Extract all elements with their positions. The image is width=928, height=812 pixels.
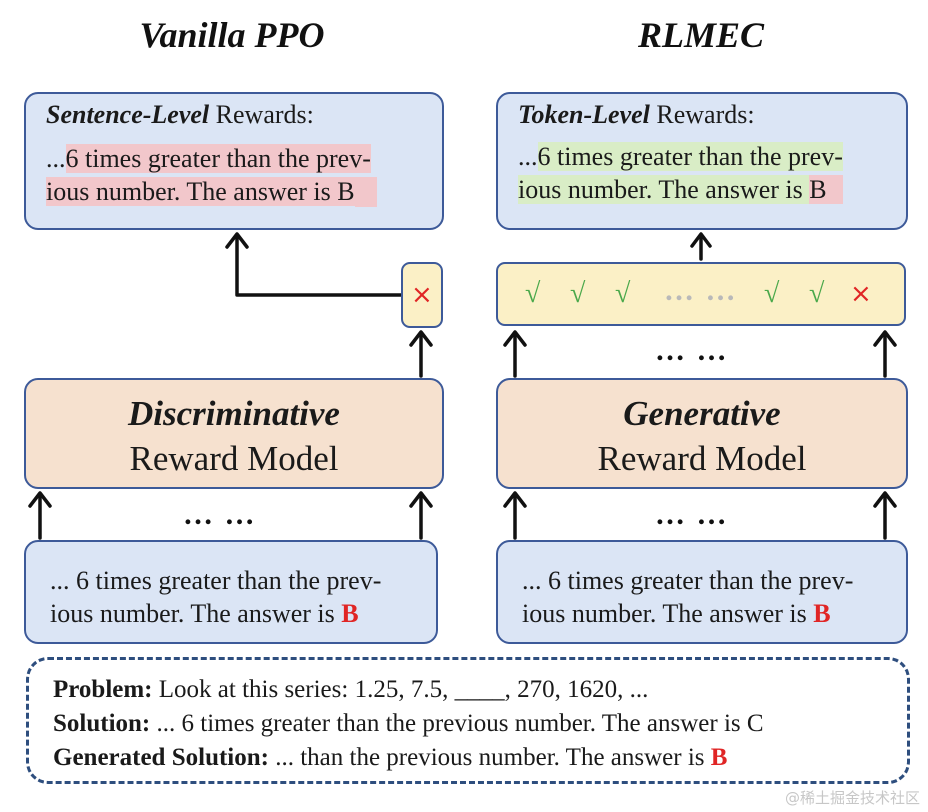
right-input-box: ... 6 times greater than the prev- ious … — [496, 540, 908, 644]
left-reward-heading: Sentence-Level Rewards: — [46, 100, 314, 130]
check-icon: √ — [525, 278, 541, 309]
left-reward-line-2: ious number. The answer is B — [46, 177, 377, 207]
right-reward-heading: Token-Level Rewards: — [518, 100, 755, 130]
right-column-title: RLMEC — [637, 15, 765, 55]
solution-line: Solution: ... 6 times greater than the p… — [53, 710, 764, 738]
arrow-right-tokens-to-reward — [690, 232, 712, 261]
right-model-name: Generative — [623, 394, 781, 433]
left-reward-prefix: ... — [46, 144, 66, 173]
right-reward-suffix: Rewards: — [656, 100, 755, 129]
left-ellipsis: … … — [183, 498, 257, 531]
left-reward-highlight-2: ious number. The answer is B — [46, 177, 355, 206]
left-verdict-box: × — [401, 262, 443, 328]
right-upper-ellipsis: … … — [655, 334, 729, 367]
arrow-right-input-to-model-2 — [873, 491, 897, 540]
solution-label: Solution: — [53, 710, 151, 737]
check-icon: √ — [570, 278, 586, 309]
left-column-title: Vanilla PPO — [139, 15, 325, 55]
cross-icon: × — [411, 280, 433, 310]
solution-text: ... 6 times greater than the previous nu… — [150, 710, 764, 737]
right-input-line-2: ious number. The answer is — [522, 599, 814, 628]
check-icon: √ — [764, 278, 780, 309]
right-lower-ellipsis: … … — [655, 498, 729, 531]
generative-reward-model: Generative Reward Model — [496, 378, 908, 489]
left-input-line-1: ... 6 times greater than the prev- — [50, 566, 382, 595]
left-model-name: Discriminative — [128, 394, 340, 433]
generated-solution-text: ... than the previous number. The answer… — [268, 744, 711, 771]
arrow-left-input-to-model-2 — [409, 491, 433, 540]
right-reward-highlight-2: ious number. The answer is — [518, 175, 810, 204]
left-reward-line-1: ...6 times greater than the prev- — [46, 144, 371, 174]
discriminative-reward-model: Discriminative Reward Model — [24, 378, 444, 489]
arrow-right-input-to-model-1 — [503, 491, 527, 540]
right-model-label: Reward Model — [597, 439, 807, 478]
left-input-answer: B — [341, 599, 359, 628]
arrow-right-model-to-tokens-2 — [873, 330, 897, 378]
arrow-left-verdict-to-reward — [225, 232, 403, 297]
generated-solution-answer: B — [710, 744, 728, 771]
right-reward-box: Token-Level Rewards: ...6 times greater … — [496, 92, 908, 230]
generated-solution-line: Generated Solution: ... than the previou… — [53, 744, 727, 772]
arrow-right-model-to-tokens-1 — [503, 330, 527, 378]
left-model-label: Reward Model — [129, 439, 339, 478]
left-reward-box: Sentence-Level Rewards: ...6 times great… — [24, 92, 444, 230]
right-input-line-1: ... 6 times greater than the prev- — [522, 566, 854, 595]
left-reward-highlight-1: 6 times greater than the prev- — [65, 144, 371, 173]
arrow-left-input-to-model-1 — [28, 491, 52, 540]
right-input-answer: B — [813, 599, 831, 628]
token-reward-bar: √ √ √ … … √ √ × — [496, 262, 906, 326]
watermark: @稀土掘金技术社区 — [784, 789, 920, 807]
right-input-text: ... 6 times greater than the prev- ious … — [522, 564, 853, 630]
generated-solution-label: Generated Solution: — [53, 744, 269, 771]
right-reward-line-1: ...6 times greater than the prev- — [518, 142, 843, 172]
right-reward-line-2: ious number. The answer is B — [518, 175, 843, 205]
left-input-text: ... 6 times greater than the prev- ious … — [50, 564, 381, 630]
right-reward-highlight-1: 6 times greater than the prev- — [537, 142, 843, 171]
left-input-line-2: ious number. The answer is — [50, 599, 342, 628]
problem-box: Problem: Look at this series: 1.25, 7.5,… — [26, 657, 910, 784]
arrow-left-model-to-verdict — [409, 330, 433, 378]
token-ellipsis: … … — [664, 274, 738, 307]
problem-text: Look at this series: 1.25, 7.5, ____, 27… — [152, 676, 649, 703]
left-reward-level: Sentence-Level — [46, 100, 210, 129]
cross-icon: × — [850, 279, 872, 309]
check-icon: √ — [615, 278, 631, 309]
problem-line: Problem: Look at this series: 1.25, 7.5,… — [53, 676, 648, 704]
right-reward-prefix: ... — [518, 142, 538, 171]
problem-label: Problem: — [53, 676, 153, 703]
right-reward-level: Token-Level — [518, 100, 650, 129]
left-reward-suffix: Rewards: — [215, 100, 314, 129]
check-icon: √ — [809, 278, 825, 309]
right-reward-wrong-token: B — [809, 175, 843, 204]
left-input-box: ... 6 times greater than the prev- ious … — [24, 540, 438, 644]
